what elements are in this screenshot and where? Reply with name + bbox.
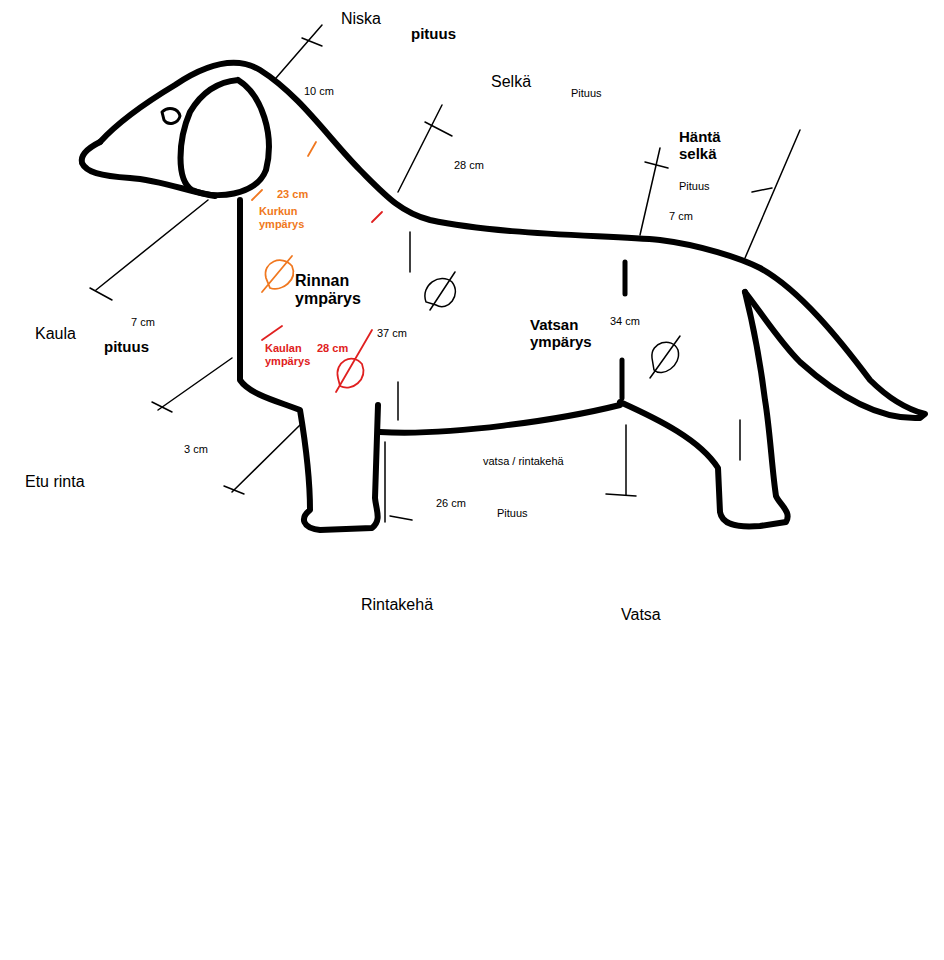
dimension: 10 cm <box>303 85 335 98</box>
measure-kind: Rinnan ympärys <box>294 272 381 309</box>
measure-kind: Pituus <box>678 180 711 193</box>
part-name: Niska <box>340 10 382 28</box>
measure-kind: pituus <box>103 338 150 355</box>
dimension: 28 cm <box>453 159 485 172</box>
dimension: 34 cm <box>609 315 641 328</box>
part-name: Vatsa <box>620 606 662 624</box>
measure-kind: Vatsan ympärys <box>529 316 616 351</box>
measure-kind: vatsa / rintakehä <box>482 455 565 468</box>
dimension: 7 cm <box>668 210 694 223</box>
part-name: Häntä selkä <box>678 128 735 163</box>
dimension: 23 cm <box>276 188 309 201</box>
dimension: 7 cm <box>130 316 156 329</box>
part-name: Selkä <box>490 73 532 91</box>
part-name: Kaula <box>34 325 77 343</box>
measure-kind: Pituus <box>570 87 603 100</box>
part-name: Etu rinta <box>24 473 86 491</box>
measure-kind: pituus <box>410 25 457 42</box>
measure-kind: Kurkun ympärys <box>258 205 318 230</box>
measure-kind: Kaulan ympärys <box>264 342 318 367</box>
dimension: 37 cm <box>376 327 408 340</box>
measure-kind: Pituus <box>496 507 529 520</box>
dimension: 3 cm <box>183 443 209 456</box>
dimension: 26 cm <box>435 497 467 510</box>
dimension: 28 cm <box>316 342 349 355</box>
part-name: Rintakehä <box>360 596 434 614</box>
